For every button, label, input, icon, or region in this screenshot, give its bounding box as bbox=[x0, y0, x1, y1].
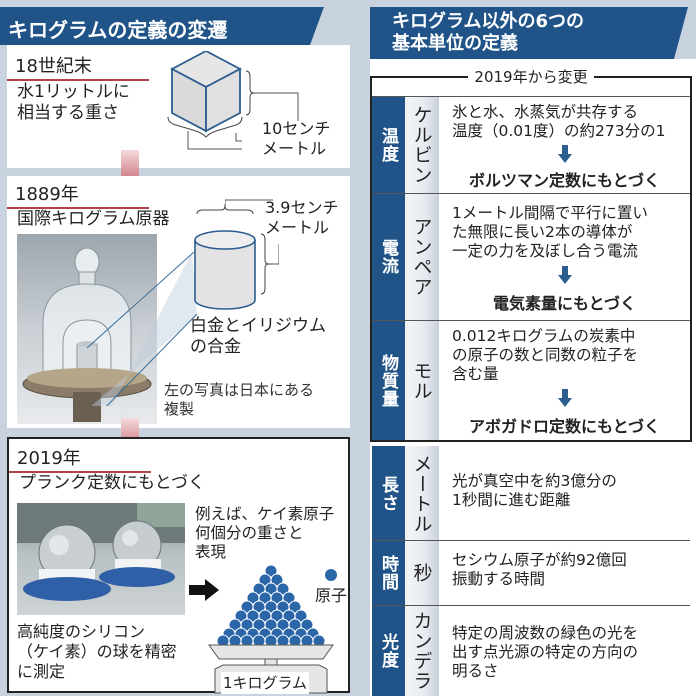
right-arrow-icon bbox=[189, 579, 219, 601]
new-basis: 電気素量にもとづく bbox=[492, 294, 637, 313]
unit-row-amount-of-substance: 物質量 モル 0.012キログラムの炭素中 の原子の数と同数の粒子を 含む量 ア… bbox=[372, 321, 690, 440]
cube-dimension-label: 10センチ メートル bbox=[262, 119, 331, 158]
divider bbox=[372, 193, 690, 194]
down-arrow-icon bbox=[558, 266, 572, 284]
quantity-label: 電流 bbox=[372, 194, 405, 320]
divider bbox=[372, 605, 690, 606]
quantity-label: 温度 bbox=[372, 97, 405, 193]
unit-old-definition: 0.012キログラムの炭素中 の原子の数と同数の粒子を 含む量 bbox=[452, 327, 639, 383]
era-1889-panel: 1889年 国際キログラム原器 3.9センチ メートル bbox=[7, 176, 350, 428]
new-basis: ボルツマン定数にもとづく bbox=[468, 171, 661, 190]
prototype-heading: 国際キログラム原器 bbox=[17, 209, 170, 229]
unit-old-definition: 氷と水、水蒸気が共存する 温度（0.01度）の約273分の1 bbox=[452, 103, 666, 140]
planck-heading: プランク定数にもとづく bbox=[19, 473, 205, 493]
unit-name: モル bbox=[405, 321, 439, 440]
unit-row-length: 長さ メートル 光が真空中を約3億分の 1秒間に進む距離 bbox=[372, 446, 690, 542]
divider bbox=[372, 320, 690, 321]
atom-scale-illustration bbox=[208, 564, 334, 694]
kilogram-history-header: キログラムの定義の変遷 bbox=[0, 7, 324, 45]
dimension-leader bbox=[225, 199, 273, 206]
quantity-label: 光度 bbox=[372, 606, 405, 696]
quantity-label: 物質量 bbox=[372, 321, 405, 440]
cube-icon bbox=[167, 51, 299, 150]
era-18th-century-panel: 18世紀末 水1リットルに 相当する重さ 10センチ メートル bbox=[7, 45, 350, 168]
unit-row-time: 時間 秒 セシウム原子が約92億回 振動する時間 bbox=[372, 541, 690, 605]
atom-icon bbox=[325, 569, 337, 581]
unit-row-current: 電流 アンペア 1メートル間隔で平行に置い た無限に長い2本の導体が 一定の力を… bbox=[372, 194, 690, 320]
unit-name: メートル bbox=[405, 446, 439, 542]
quantity-label: 長さ bbox=[372, 446, 405, 542]
era-label: 1889年 bbox=[7, 179, 149, 209]
unit-row-temperature: 温度 ケルビン 氷と水、水蒸気が共存する 温度（0.01度）の約273分の1 ボ… bbox=[372, 97, 690, 193]
unit-name: カンデラ bbox=[405, 606, 439, 696]
divider bbox=[372, 96, 690, 97]
cylinder-icon bbox=[194, 204, 279, 310]
unit-name: ケルビン bbox=[405, 97, 439, 193]
unit-old-definition: 1メートル間隔で平行に置い た無限に長い2本の導体が 一定の力を及ぼし合う電流 bbox=[452, 204, 648, 260]
era-description: 水1リットルに 相当する重さ bbox=[17, 82, 130, 123]
down-arrow-icon bbox=[558, 389, 572, 407]
atom-label: 原子 bbox=[315, 586, 348, 605]
down-arrow-icon bbox=[558, 145, 572, 163]
era-label: 18世紀末 bbox=[7, 51, 149, 81]
changed-2019-label: 2019年から変更 bbox=[371, 66, 691, 87]
cylinder-dimension-label: 3.9センチ メートル bbox=[265, 198, 339, 237]
unit-definition: セシウム原子が約92億回 振動する時間 bbox=[452, 551, 627, 588]
silicon-sphere-photo bbox=[17, 503, 185, 615]
divider bbox=[372, 540, 690, 541]
alloy-label: 白金とイリジウム の合金 bbox=[190, 316, 326, 357]
one-kilogram-label: 1キログラム bbox=[221, 672, 309, 694]
quantity-label: 時間 bbox=[372, 541, 405, 605]
kilogram-history-title: キログラムの定義の変遷 bbox=[8, 18, 228, 42]
unit-definition: 特定の周波数の緑色の光を 出す点光源の特定の方向の 明るさ bbox=[452, 624, 639, 680]
new-basis: アボガドロ定数にもとづく bbox=[468, 417, 661, 436]
kilogram-prototype-photo bbox=[17, 234, 157, 424]
photo-note: 左の写真は日本にある 複製 bbox=[164, 381, 315, 418]
example-text: 例えば、ケイ素原子 何個分の重さと 表現 bbox=[195, 505, 335, 561]
unit-row-luminous-intensity: 光度 カンデラ 特定の周波数の緑色の光を 出す点光源の特定の方向の 明るさ bbox=[372, 606, 690, 696]
era-2019-panel: 2019年 プランク定数にもとづく 例えば、ケイ素原子 何個分の重さと 表現 bbox=[7, 437, 350, 694]
base-units-header: キログラム以外の6つの 基本単位の定義 bbox=[370, 7, 688, 59]
unit-name: 秒 bbox=[405, 541, 439, 605]
silicon-caption: 高純度のシリコン （ケイ素）の球を精密 に測定 bbox=[17, 622, 177, 681]
era-label: 2019年 bbox=[9, 443, 151, 473]
unit-name: アンペア bbox=[405, 194, 439, 320]
unit-definition: 光が真空中を約3億分の 1秒間に進む距離 bbox=[452, 472, 617, 509]
zoom-rays bbox=[86, 251, 198, 406]
